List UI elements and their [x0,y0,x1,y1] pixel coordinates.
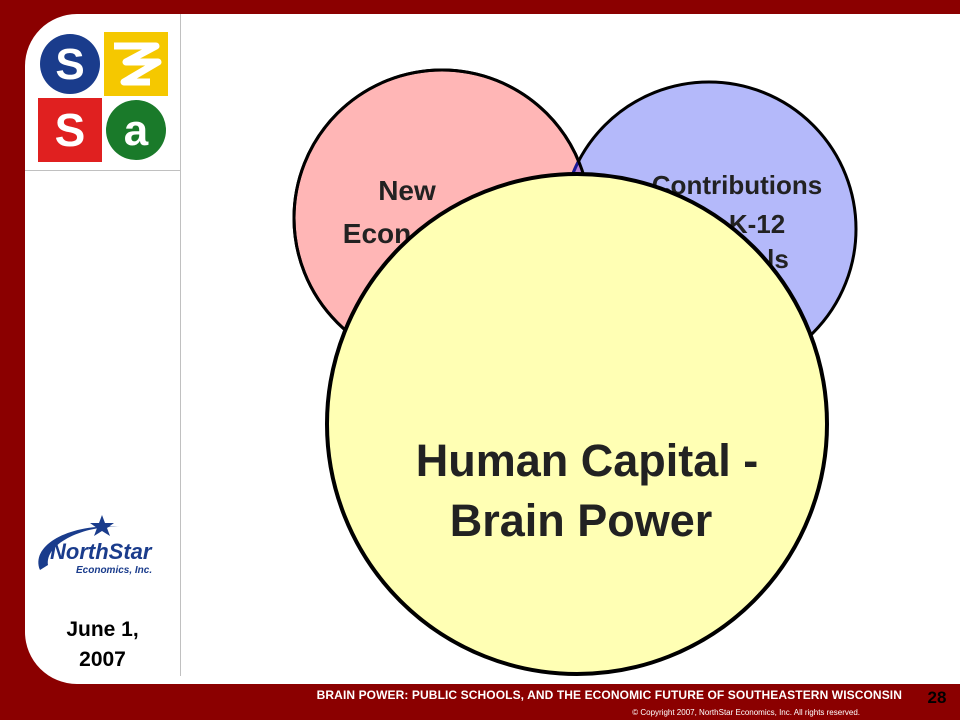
northstar-tagline: Economics, Inc. [76,565,152,576]
northstar-logo: NorthStar Economics, Inc. [38,515,153,576]
northstar-swoosh-icon [38,526,120,570]
circle-front-line-2: Brain Power [450,495,713,546]
sidebar-divider [180,14,181,676]
circle-front-line-1: Human Capital - [416,435,759,486]
logo-green-circle [106,100,166,160]
logo-tile-2: S [55,104,86,156]
date-line-2: 2007 [79,648,126,671]
page-number: 28 [927,688,947,707]
logo-tile-3: a [124,106,149,155]
logo-lightning-icon [114,42,162,86]
logo-tile-1: S [55,40,84,89]
footer-title: BRAIN POWER: PUBLIC SCHOOLS, AND THE ECO… [316,688,902,702]
logo-divider [25,170,180,171]
circle-left-line-1: New [378,175,436,206]
star-icon [90,515,114,536]
circle-left-line-2: Econ [343,218,411,249]
venn-circle-front [325,172,829,676]
logo-blue-circle [40,34,100,94]
footer-copyright: © Copyright 2007, NorthStar Economics, I… [632,708,860,717]
date-line-1: June 1, [66,618,139,641]
slide-date: June 1, 2007 [25,615,180,675]
sasa-logo: S S a [38,32,168,162]
northstar-name: NorthStar [50,539,153,564]
logo-red-tile [38,98,102,162]
venn-diagram: New Econ Contributions K-12 ls Human Cap… [292,68,858,676]
